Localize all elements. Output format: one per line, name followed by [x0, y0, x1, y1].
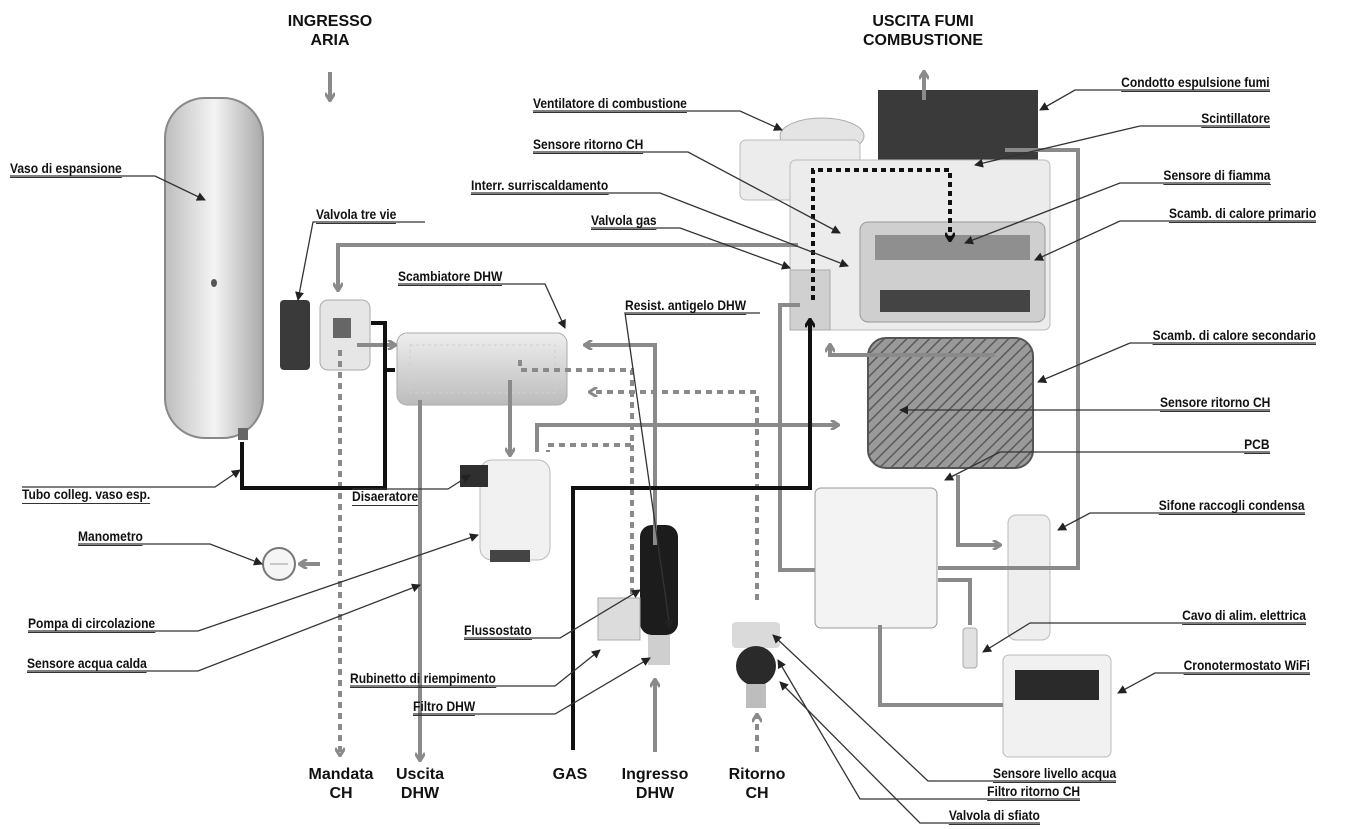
label-sifone: Sifone raccogli condensa: [1159, 497, 1305, 515]
bottom-uscita-dhw: Uscita DHW: [385, 765, 455, 803]
air-inlet-line2: ARIA: [282, 31, 378, 50]
label-flussostato: Flussostato: [464, 622, 532, 640]
label-manometro: Manometro: [78, 528, 143, 546]
bottom-ingresso-dhw-line1: Ingresso: [612, 765, 698, 784]
label-scamb-primario: Scamb. di calore primario: [1169, 205, 1316, 223]
label-disaeratore: Disaeratore: [352, 488, 418, 506]
bottom-uscita-dhw-line2: DHW: [385, 784, 455, 803]
three-way-valve: [280, 300, 370, 370]
label-scamb-secondario: Scamb. di calore secondario: [1153, 327, 1316, 345]
label-filtro-dhw: Filtro DHW: [413, 698, 475, 716]
label-valvola-gas: Valvola gas: [591, 212, 657, 230]
label-ventilatore: Ventilatore di combustione: [533, 95, 687, 113]
air-inlet-line1: INGRESSO: [282, 12, 378, 31]
label-pompa: Pompa di circolazione: [28, 615, 155, 633]
pressure-gauge: [263, 548, 295, 580]
deaerator-pump: [460, 460, 550, 562]
label-sensore-ritorno-ch-top: Sensore ritorno CH: [533, 136, 643, 154]
flue-outlet-line1: USCITA FUMI: [855, 12, 991, 31]
burner-assembly: [740, 90, 1050, 330]
flue-outlet-heading: USCITA FUMI COMBUSTIONE: [855, 12, 991, 50]
bottom-ingresso-dhw-line2: DHW: [612, 784, 698, 803]
label-cavo-alim: Cavo di alim. elettrica: [1182, 607, 1306, 625]
bottom-ritorno-ch-line2: CH: [717, 784, 797, 803]
label-valvola-sfiato: Valvola di sfiato: [949, 807, 1040, 825]
label-tubo-vaso: Tubo colleg. vaso esp.: [22, 486, 150, 504]
bottom-mandata-ch: Mandata CH: [296, 765, 386, 803]
power-cable: [963, 628, 977, 668]
label-vaso-espansione: Vaso di espansione: [10, 160, 122, 178]
pcb-box: [815, 488, 937, 628]
flow-switch-group: [598, 525, 678, 665]
expansion-vessel: [165, 98, 263, 440]
label-sensore-ritorno-ch-right: Sensore ritorno CH: [1160, 394, 1270, 412]
bottom-ingresso-dhw: Ingresso DHW: [612, 765, 698, 803]
dhw-exchanger: [397, 333, 567, 405]
label-scambiatore-dhw: Scambiatore DHW: [398, 268, 502, 286]
label-cronotermostato: Cronotermostato WiFi: [1184, 657, 1310, 675]
flue-outlet-line2: COMBUSTIONE: [855, 31, 991, 50]
label-rubinetto: Rubinetto di riempimento: [350, 670, 496, 688]
bottom-ritorno-ch: Ritorno CH: [717, 765, 797, 803]
bottom-mandata-ch-line1: Mandata: [296, 765, 386, 784]
bottom-mandata-ch-line2: CH: [296, 784, 386, 803]
label-condotto-fumi: Condotto espulsione fumi: [1122, 74, 1270, 92]
return-filter-vent: [732, 622, 780, 708]
wifi-thermostat: [1003, 655, 1111, 757]
label-sensore-fiamma: Sensore di fiamma: [1163, 167, 1270, 185]
secondary-exchanger: [868, 338, 1033, 468]
label-scintillatore: Scintillatore: [1201, 110, 1270, 128]
label-pcb: PCB: [1245, 436, 1270, 454]
label-sensore-acqua-calda: Sensore acqua calda: [27, 655, 147, 673]
label-valvola-tre-vie: Valvola tre vie: [316, 206, 396, 224]
bottom-gas-line1: GAS: [540, 765, 600, 784]
condensate-trap: [1008, 515, 1050, 640]
bottom-ritorno-ch-line1: Ritorno: [717, 765, 797, 784]
bottom-gas: GAS: [540, 765, 600, 784]
label-sensore-livello: Sensore livello acqua: [993, 765, 1116, 783]
label-filtro-ritorno: Filtro ritorno CH: [987, 783, 1080, 801]
label-resist-antigelo: Resist. antigelo DHW: [625, 297, 746, 315]
air-inlet-heading: INGRESSO ARIA: [282, 12, 378, 50]
bottom-uscita-dhw-line1: Uscita: [385, 765, 455, 784]
label-interr-surriscaldamento: Interr. surriscaldamento: [471, 177, 608, 195]
